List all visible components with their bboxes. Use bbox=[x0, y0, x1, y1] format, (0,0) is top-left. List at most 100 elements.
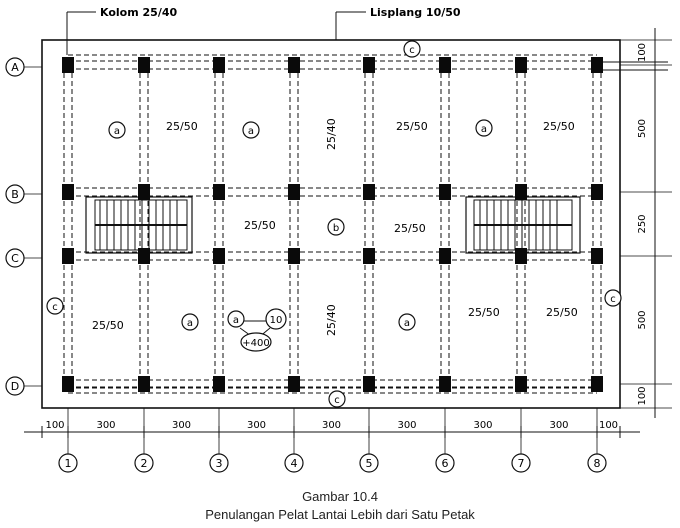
slab-tag-circle bbox=[108, 121, 126, 139]
column-block bbox=[62, 376, 74, 392]
column-block bbox=[288, 57, 300, 73]
building-outline bbox=[41, 39, 621, 409]
right-dim-value: 100 bbox=[637, 43, 648, 62]
column-block bbox=[439, 57, 451, 73]
slab-tag-circle bbox=[242, 121, 260, 139]
row-axis-label: A bbox=[11, 61, 19, 74]
slab-tag-circle bbox=[327, 218, 345, 236]
figure-caption: Penulangan Pelat Lantai Lebih dari Satu … bbox=[205, 507, 475, 522]
col-axis-label: 3 bbox=[216, 457, 223, 470]
column-block bbox=[138, 57, 150, 73]
beam-label: 25/50 bbox=[543, 120, 575, 133]
right-dim-value: 100 bbox=[637, 386, 648, 405]
slab-tag-label: c bbox=[610, 294, 616, 305]
column-block bbox=[288, 184, 300, 200]
staircase-left bbox=[85, 196, 193, 254]
col-axis-label: 8 bbox=[594, 457, 601, 470]
column-block bbox=[363, 376, 375, 392]
beam-label: 25/50 bbox=[244, 219, 276, 232]
slab-tag-circle bbox=[181, 313, 199, 331]
column-block bbox=[62, 57, 74, 73]
col-axis-label: 4 bbox=[291, 457, 298, 470]
staircase-right bbox=[465, 196, 581, 254]
column-block bbox=[439, 376, 451, 392]
bottom-dim-value: 300 bbox=[322, 420, 341, 431]
detail-thickness: 10 bbox=[270, 315, 283, 326]
beam-label: 25/50 bbox=[396, 120, 428, 133]
col-axis-label: 2 bbox=[141, 457, 148, 470]
slab-tag-label: c bbox=[409, 45, 415, 56]
column-block bbox=[363, 184, 375, 200]
col-axis-label: 6 bbox=[442, 457, 449, 470]
bottom-dim-value: 300 bbox=[172, 420, 191, 431]
right-dim-value: 250 bbox=[637, 214, 648, 233]
slab-tag-circle bbox=[604, 289, 622, 307]
column-block bbox=[363, 57, 375, 73]
beam-label: 25/40 bbox=[325, 118, 338, 150]
column-block bbox=[288, 376, 300, 392]
beam-label: 25/40 bbox=[325, 304, 338, 336]
col-axis-label: 5 bbox=[366, 457, 373, 470]
detail-level: +400 bbox=[242, 338, 269, 349]
slab-tag-label: a bbox=[404, 318, 410, 329]
slab-tag-label: c bbox=[334, 395, 340, 406]
beam-label: 25/50 bbox=[546, 306, 578, 319]
row-axis-label: D bbox=[11, 380, 19, 393]
column-block bbox=[439, 248, 451, 264]
figure-number: Gambar 10.4 bbox=[302, 489, 378, 504]
bottom-dim-value: 100 bbox=[599, 420, 618, 431]
detail-slab: a bbox=[233, 315, 239, 326]
slab-tag-circle bbox=[475, 119, 493, 137]
column-block bbox=[591, 376, 603, 392]
row-axis-label: C bbox=[11, 252, 19, 265]
right-dim-value: 500 bbox=[637, 310, 648, 329]
slab-tag-circle bbox=[398, 313, 416, 331]
col-axis-label: 7 bbox=[518, 457, 525, 470]
column-block bbox=[439, 184, 451, 200]
column-block bbox=[138, 184, 150, 200]
bottom-dim-value: 300 bbox=[549, 420, 568, 431]
column-block bbox=[62, 184, 74, 200]
column-block bbox=[515, 248, 527, 264]
slab-tag-label: a bbox=[248, 126, 254, 137]
column-block bbox=[515, 376, 527, 392]
floor-plan-drawing: Kolom 25/40 Lisplang 10/50 bbox=[5, 6, 672, 473]
column-block bbox=[591, 57, 603, 73]
bottom-dim-value: 300 bbox=[473, 420, 492, 431]
dimension-lines: 100 300 300 300 300 300 300 300 100 100 500 250 500 1… bbox=[24, 28, 672, 438]
slab-tag-circle bbox=[403, 40, 421, 58]
beam-label: 25/50 bbox=[468, 306, 500, 319]
column-block bbox=[138, 376, 150, 392]
bottom-dim-value: 300 bbox=[247, 420, 266, 431]
bottom-dim-value: 100 bbox=[45, 420, 64, 431]
kolom-label: Kolom 25/40 bbox=[100, 6, 177, 19]
slab-tag-label: a bbox=[481, 124, 487, 135]
column-block bbox=[363, 248, 375, 264]
column-block bbox=[288, 248, 300, 264]
beam-label: 25/50 bbox=[394, 222, 426, 235]
beam-label: 25/50 bbox=[166, 120, 198, 133]
right-dim-value: 500 bbox=[637, 119, 648, 138]
slab-tag-circle bbox=[328, 390, 346, 408]
bottom-dim-value: 300 bbox=[397, 420, 416, 431]
slab-tag-label: a bbox=[187, 318, 193, 329]
column-block bbox=[515, 184, 527, 200]
column-block bbox=[591, 184, 603, 200]
row-axis-label: B bbox=[11, 188, 19, 201]
slab-tag-circle bbox=[46, 297, 64, 315]
slab-detail-marker: a 10 +400 bbox=[227, 308, 287, 352]
slab-tag-label: c bbox=[52, 302, 58, 313]
column-block bbox=[515, 57, 527, 73]
bottom-dim-value: 300 bbox=[96, 420, 115, 431]
slab-tag-label: a bbox=[114, 126, 120, 137]
beam-lines bbox=[63, 54, 668, 394]
lisplang-label: Lisplang 10/50 bbox=[370, 6, 461, 19]
column-block bbox=[213, 184, 225, 200]
column-block bbox=[591, 248, 603, 264]
column-block bbox=[213, 248, 225, 264]
column-block bbox=[62, 248, 74, 264]
column-block bbox=[213, 376, 225, 392]
column-grid bbox=[62, 57, 603, 392]
